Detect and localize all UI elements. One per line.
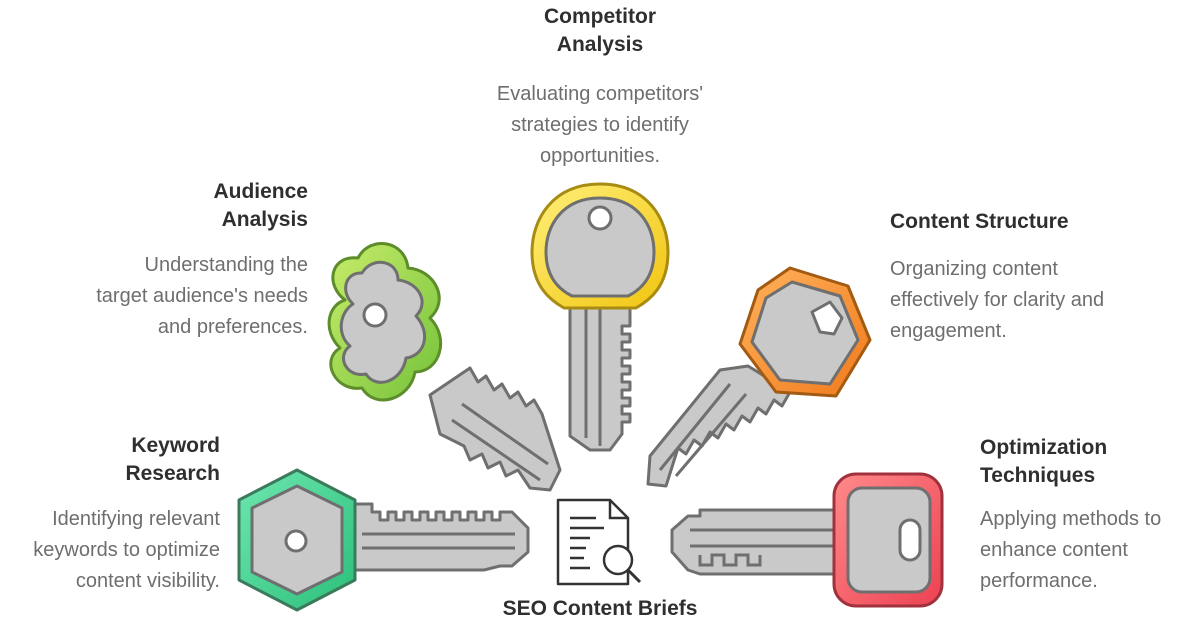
document-search-icon (556, 498, 642, 586)
center-title: SEO Content Briefs (502, 597, 698, 620)
keyword-research-description: Identifying relevant keywords to optimiz… (33, 508, 220, 592)
keyword-research-title: Keyword Research (125, 434, 220, 485)
audience-analysis-description: Understanding the target audience's need… (96, 254, 308, 338)
optimization-techniques-description: Applying methods to enhance content perf… (980, 508, 1162, 592)
block-content-structure: Content Structure Organizing content eff… (890, 208, 1190, 347)
content-structure-description: Organizing content effectively for clari… (890, 258, 1105, 342)
key-competitor-analysis (530, 182, 670, 452)
competitor-analysis-description: Evaluating competitors' strategies to id… (496, 83, 704, 167)
key-optimization-techniques (670, 472, 944, 608)
block-keyword-research: Keyword Research Identifying relevant ke… (0, 432, 220, 597)
key-content-structure (646, 266, 872, 488)
optimization-techniques-title: Optimization Techniques (980, 436, 1108, 487)
key-audience-analysis (327, 242, 562, 492)
audience-analysis-title: Audience Analysis (213, 180, 308, 231)
block-competitor-analysis: Competitor Analysis Evaluating competito… (430, 3, 770, 172)
competitor-analysis-title: Competitor Analysis (544, 5, 656, 56)
block-audience-analysis: Audience Analysis Understanding the targ… (50, 178, 308, 343)
content-structure-title: Content Structure (890, 210, 1069, 233)
block-optimization-techniques: Optimization Techniques Applying methods… (980, 434, 1195, 597)
key-keyword-research (237, 468, 530, 612)
